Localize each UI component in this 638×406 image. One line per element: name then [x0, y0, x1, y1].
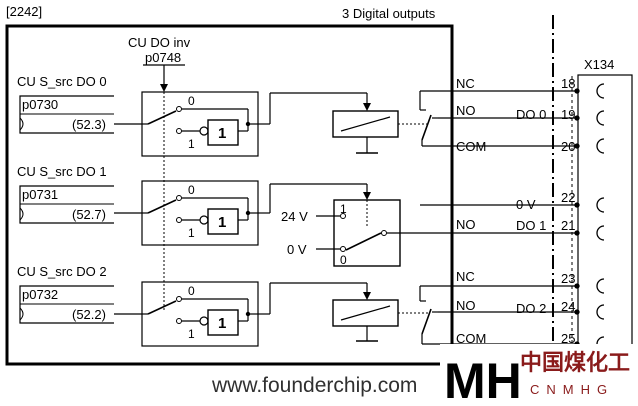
terminal-block [577, 74, 633, 351]
ch0-param-name: p0730 [22, 97, 58, 112]
do2-label: DO 2 [516, 301, 546, 316]
do0-label: DO 0 [516, 107, 546, 122]
do1-label: DO 1 [516, 218, 546, 233]
inversion-param: p0748 [145, 50, 181, 65]
ch1-pos0-label: 0 [340, 253, 347, 267]
ch1-source-label: CU S_src DO 1 [17, 164, 107, 179]
ch0-param-value: (52.3) [72, 117, 106, 132]
ch2-source-label: CU S_src DO 2 [17, 264, 107, 279]
ch1-switch-block [141, 180, 259, 246]
watermark-logo-en: CNMHG [530, 382, 614, 397]
terminal-23: 23 [561, 271, 575, 286]
ch1-0v-label: 0 V [287, 242, 307, 257]
terminal-24: 24 [561, 299, 575, 314]
ch0-nc-label: NC [456, 76, 475, 91]
ch1-param-name: p0731 [22, 187, 58, 202]
ch2-nc-label: NC [456, 269, 475, 284]
ch0-inverter-label: 1 [218, 125, 226, 142]
main-frame [5, 24, 454, 366]
ch1-pos1-label: 1 [340, 202, 347, 216]
ch2-switch-pos0: 0 [188, 284, 195, 298]
ch2-param-value: (52.2) [72, 307, 106, 322]
ch0-relay-arrow-icon [363, 103, 371, 111]
page-ref: [2242] [6, 4, 42, 19]
terminal-22: 22 [561, 190, 575, 205]
ch0-source-label: CU S_src DO 0 [17, 74, 107, 89]
ch1-switch-pos0: 0 [188, 183, 195, 197]
ch0-switch-pos1: 1 [188, 137, 195, 151]
ch1-24v-label: 24 V [281, 209, 308, 224]
ch0-switch-pos0: 0 [188, 94, 195, 108]
ch1-param-value: (52.7) [72, 207, 106, 222]
ch2-relay-arrow-icon [363, 292, 371, 300]
watermark-logo: MH 中国煤化工 CNMHG [440, 344, 638, 406]
ch1-inverter-label: 1 [218, 214, 226, 231]
page-title: 3 Digital outputs [342, 6, 436, 21]
inversion-arrow-icon [160, 84, 168, 92]
ch2-switch-pos1: 1 [188, 327, 195, 341]
ch1-0v-terminal-label: 0 V [516, 197, 536, 212]
ch1-switch-pos1: 1 [188, 226, 195, 240]
terminal-19: 19 [561, 107, 575, 122]
terminal-25: 25 [561, 331, 575, 346]
ch2-param-name: p0732 [22, 287, 58, 302]
ch2-com-label: COM [456, 331, 486, 346]
terminal-connectors [574, 83, 605, 352]
connector-label: X134 [584, 57, 614, 72]
watermark-url: www.founderchip.com [211, 374, 417, 397]
ch1-no-label: NO [456, 217, 476, 232]
inversion-label: CU DO inv [128, 35, 191, 50]
ch0-com-label: COM [456, 139, 486, 154]
ch2-no-label: NO [456, 298, 476, 313]
watermark-logo-mark: MH [444, 353, 522, 406]
watermark-logo-cn: 中国煤化工 [520, 350, 630, 376]
terminal-18: 18 [561, 76, 575, 91]
ch2-switch-block [141, 281, 259, 347]
ch0-switch-block [141, 91, 259, 157]
ch2-inverter-label: 1 [218, 315, 226, 332]
ch1-switch-arrow-icon [363, 192, 371, 200]
terminal-20: 20 [561, 139, 575, 154]
terminal-21: 21 [561, 218, 575, 233]
ch0-no-label: NO [456, 103, 476, 118]
